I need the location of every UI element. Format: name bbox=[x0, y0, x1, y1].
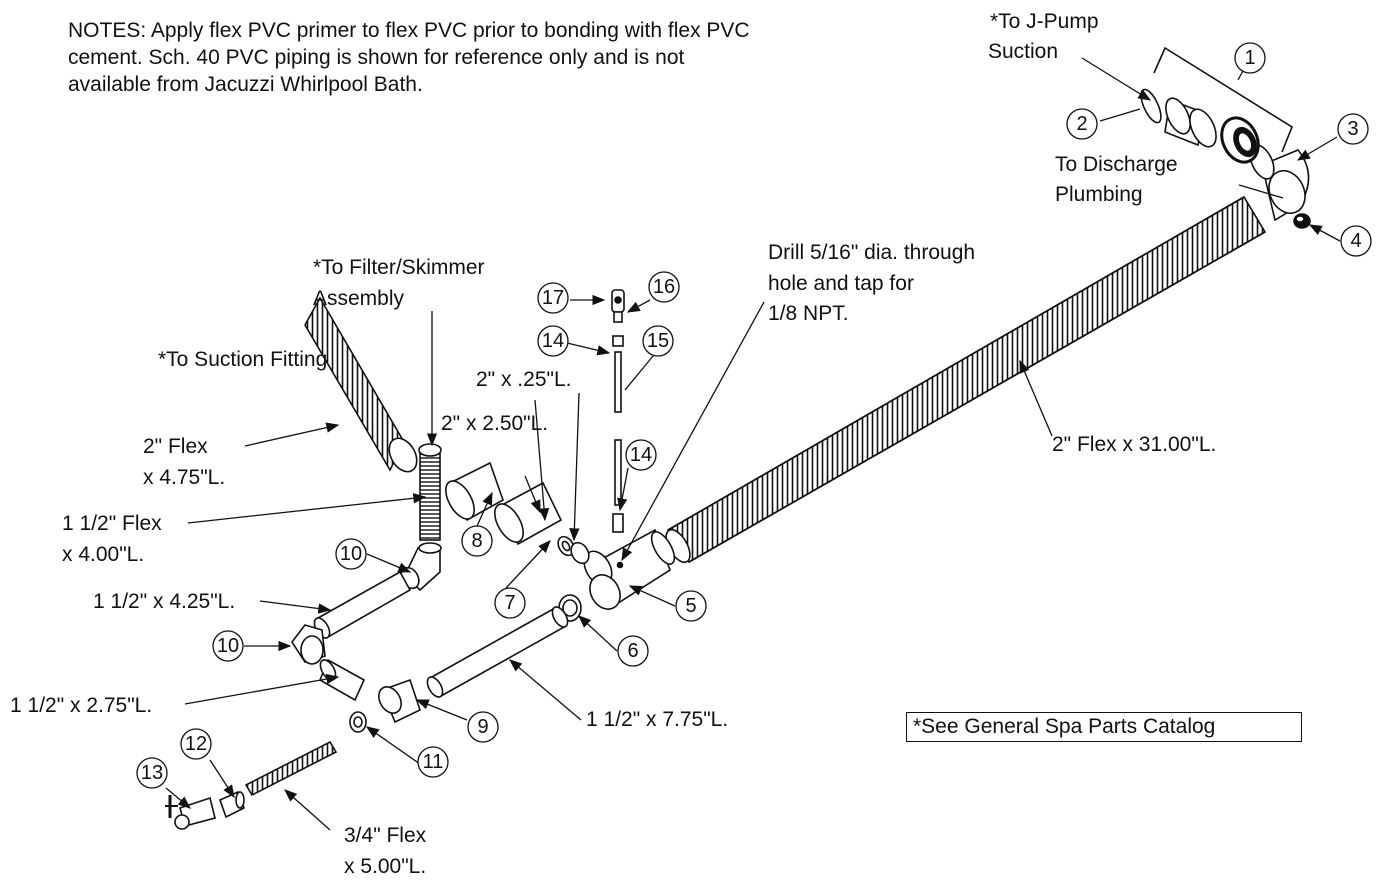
svg-text:5: 5 bbox=[685, 595, 696, 617]
tee-part-5 bbox=[583, 528, 676, 610]
label-pipe-425: 1 1/2" x 4.25"L. bbox=[93, 590, 235, 613]
svg-text:8: 8 bbox=[471, 530, 482, 552]
callout-4: 4 bbox=[1340, 225, 1372, 257]
label-flex15-2: x 4.00"L. bbox=[62, 543, 144, 566]
label-flex2-2: x 4.75"L. bbox=[143, 466, 225, 489]
callout-6: 6 bbox=[617, 635, 649, 667]
union-part-1 bbox=[1140, 88, 1260, 164]
label-filter-1: *To Filter/Skimmer bbox=[313, 256, 485, 279]
flex-hose-3-4 bbox=[244, 740, 338, 797]
callout-7: 7 bbox=[494, 587, 526, 619]
pipe-1-5-2-75 bbox=[318, 658, 366, 702]
svg-text:12: 12 bbox=[185, 733, 207, 755]
callouts: 1 2 3 4 5 6 7 8 9 10 10 11 12 13 14 14 1… bbox=[136, 42, 1372, 789]
label-flex34-1: 3/4" Flex bbox=[344, 824, 427, 847]
svg-text:15: 15 bbox=[647, 330, 669, 352]
svg-text:11: 11 bbox=[423, 751, 444, 773]
valve-stack-14-17 bbox=[611, 289, 625, 533]
svg-text:2: 2 bbox=[1076, 113, 1087, 135]
callout-16: 16 bbox=[648, 271, 680, 303]
label-flex2-1: 2" Flex bbox=[143, 435, 208, 458]
label-flex15-1: 1 1/2" Flex bbox=[62, 512, 162, 535]
coupling-part-8 bbox=[445, 461, 504, 522]
pipe-1-5-7-75 bbox=[426, 606, 569, 698]
label-to-jpump-1: *To J-Pump bbox=[990, 10, 1099, 33]
svg-text:14: 14 bbox=[630, 444, 652, 466]
svg-text:6: 6 bbox=[627, 640, 638, 662]
svg-text:9: 9 bbox=[477, 716, 488, 738]
reducer-part-11 bbox=[349, 711, 367, 733]
svg-text:10: 10 bbox=[217, 635, 239, 657]
label-pipe-275: 1 1/2" x 2.75"L. bbox=[10, 694, 152, 717]
label-to-jpump-2: Suction bbox=[988, 40, 1058, 63]
svg-text:4: 4 bbox=[1350, 230, 1361, 252]
callout-10-upper: 10 bbox=[335, 538, 367, 570]
label-drill-2: hole and tap for bbox=[768, 272, 914, 295]
callout-2: 2 bbox=[1066, 108, 1098, 140]
svg-text:17: 17 bbox=[542, 287, 564, 309]
callout-3: 3 bbox=[1337, 113, 1369, 145]
svg-text:16: 16 bbox=[653, 276, 675, 298]
label-filter-2: Assembly bbox=[313, 287, 405, 310]
label-drill-1: Drill 5/16" dia. through bbox=[768, 241, 975, 264]
callout-15: 15 bbox=[642, 325, 674, 357]
notes-block: NOTES: Apply flex PVC primer to flex PVC… bbox=[68, 17, 938, 98]
svg-text:3: 3 bbox=[1347, 118, 1358, 140]
elbow-part-10-lower bbox=[291, 624, 326, 665]
bracket-part-1 bbox=[1153, 46, 1293, 153]
callout-1: 1 bbox=[1234, 42, 1266, 74]
svg-text:1: 1 bbox=[1244, 47, 1255, 69]
pipe-1-5-4-25 bbox=[313, 570, 412, 639]
label-to-discharge-2: Plumbing bbox=[1055, 183, 1143, 206]
callout-11: 11 bbox=[417, 746, 449, 778]
callout-12: 12 bbox=[180, 728, 212, 760]
callout-13: 13 bbox=[136, 757, 168, 789]
callout-10-lower: 10 bbox=[212, 630, 244, 662]
callout-14-upper: 14 bbox=[537, 325, 569, 357]
label-to-discharge-1: To Discharge bbox=[1055, 153, 1178, 176]
callout-9: 9 bbox=[467, 711, 499, 743]
callout-8: 8 bbox=[461, 525, 493, 557]
plug-part-4 bbox=[1293, 213, 1311, 229]
label-suction-fitting: *To Suction Fitting bbox=[158, 348, 327, 371]
label-flex-long: 2" Flex x 31.00"L. bbox=[1052, 433, 1216, 456]
label-pipe-025: 2" x .25"L. bbox=[476, 368, 571, 391]
callout-14-lower: 14 bbox=[625, 439, 657, 471]
notes-line-1: NOTES: Apply flex PVC primer to flex PVC… bbox=[68, 19, 750, 42]
catalog-note: *See General Spa Parts Catalog bbox=[906, 712, 1302, 742]
notes-line-3: available from Jacuzzi Whirlpool Bath. bbox=[68, 73, 423, 96]
valve-part-13 bbox=[165, 795, 216, 830]
flex-hose-4-75 bbox=[304, 296, 418, 473]
adapter-part-12 bbox=[218, 790, 246, 819]
label-pipe-250: 2" x 2.50"L. bbox=[441, 412, 548, 435]
svg-text:14: 14 bbox=[542, 330, 564, 352]
label-flex34-2: x 5.00"L. bbox=[344, 855, 426, 878]
callout-5: 5 bbox=[675, 590, 707, 622]
svg-text:7: 7 bbox=[504, 592, 515, 614]
svg-text:13: 13 bbox=[141, 762, 163, 784]
flex-hose-4-00 bbox=[418, 443, 442, 541]
ring-part-7 bbox=[557, 535, 590, 565]
tee-part-9 bbox=[378, 678, 421, 724]
label-drill-3: 1/8 NPT. bbox=[768, 302, 849, 325]
notes-line-2: cement. Sch. 40 PVC piping is shown for … bbox=[68, 46, 685, 69]
flex-hose-31in bbox=[665, 195, 1267, 564]
pipe-2in-2-50 bbox=[494, 481, 563, 546]
svg-text:10: 10 bbox=[340, 543, 362, 565]
callout-17: 17 bbox=[537, 282, 569, 314]
label-pipe-775: 1 1/2" x 7.75"L. bbox=[586, 708, 728, 731]
labels: *To J-Pump Suction To Discharge Plumbing… bbox=[10, 10, 1216, 878]
